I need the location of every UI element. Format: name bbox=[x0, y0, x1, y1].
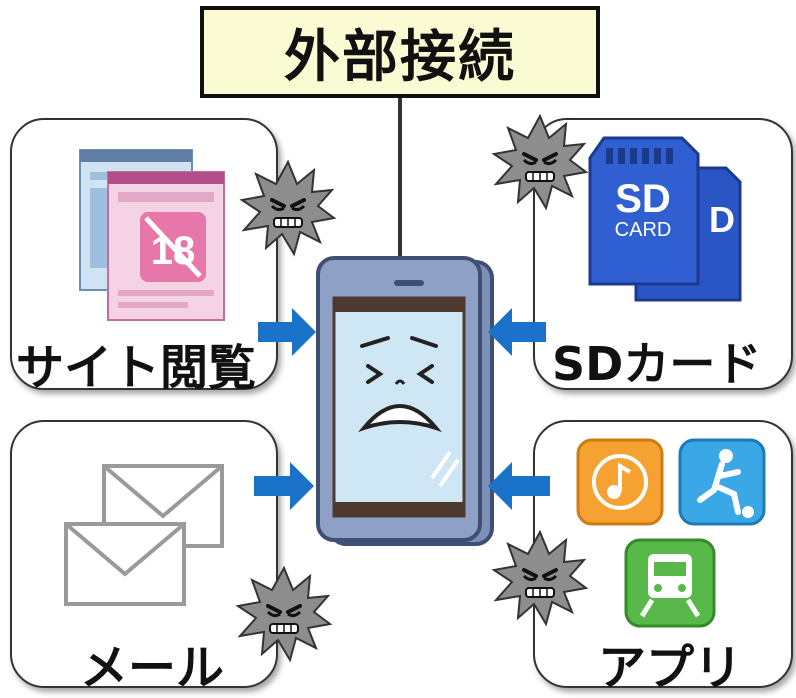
label-site-browsing: サイト閲覧 bbox=[16, 340, 257, 396]
sd-card-text: SD bbox=[615, 177, 671, 221]
virus-icon bbox=[492, 114, 588, 210]
label-sd-card: SDカード bbox=[552, 337, 762, 391]
sd-card-subtext: CARD bbox=[615, 219, 672, 241]
arrow-from-sd-card bbox=[488, 308, 546, 356]
virus-icon bbox=[240, 160, 336, 256]
train-app-icon bbox=[624, 538, 716, 628]
arrow-from-mail bbox=[254, 462, 314, 510]
page-title: 外部接続 bbox=[284, 24, 516, 90]
sports-app-icon bbox=[678, 438, 766, 526]
mail-envelope-icon bbox=[64, 464, 224, 606]
label-apps: アプリ bbox=[598, 640, 743, 696]
sd-card-icon bbox=[588, 136, 742, 302]
smartphone-icon bbox=[316, 256, 494, 546]
virus-icon bbox=[236, 566, 332, 662]
arrow-from-sites bbox=[258, 308, 316, 356]
arrow-from-apps bbox=[488, 462, 550, 510]
prohibited-slash bbox=[144, 216, 202, 278]
sd-card-back-text: D bbox=[709, 199, 735, 240]
browser-window-icon bbox=[79, 149, 225, 321]
virus-icon bbox=[492, 530, 588, 626]
music-app-icon bbox=[576, 438, 664, 526]
title-box: 外部接続 bbox=[200, 6, 600, 98]
label-mail: メール bbox=[80, 640, 225, 696]
